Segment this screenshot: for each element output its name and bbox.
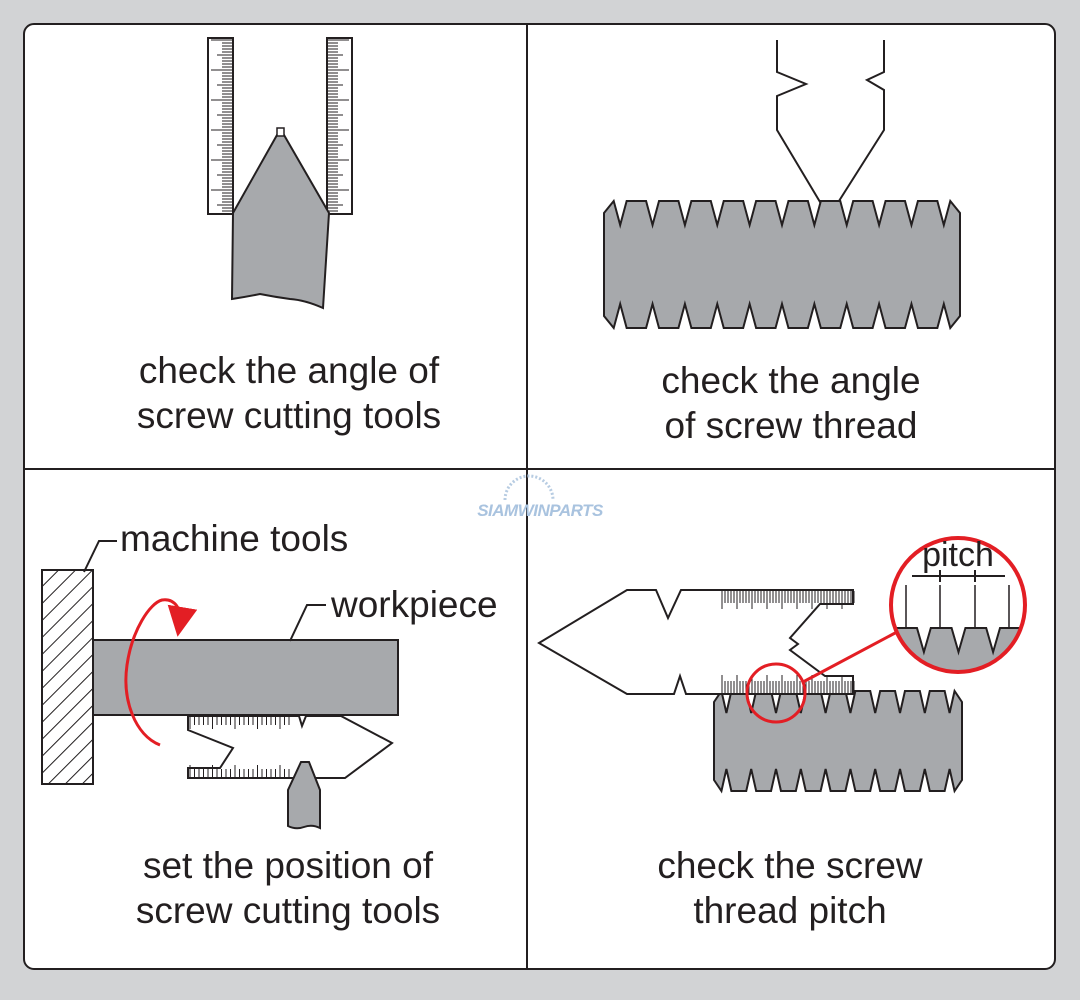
- magnify-source-circle: [745, 662, 807, 724]
- center-gauge: [537, 589, 854, 695]
- threaded-rod: [603, 198, 961, 331]
- panel-top-right: check the angle of screw thread: [603, 40, 961, 446]
- center-gauge-scale: [721, 591, 855, 693]
- panel-bottom-right: pitch check the screw thread pitch: [537, 536, 1027, 931]
- angle-gauge-right-scale: [326, 37, 353, 215]
- label-pitch: pitch: [922, 536, 994, 574]
- caption-line-1: check the screw: [657, 845, 923, 886]
- leader-machine-tools: [83, 540, 117, 573]
- panel-top-left: check the angle of screw cutting tools: [137, 37, 441, 436]
- label-machine-tools: machine tools: [120, 518, 348, 559]
- tool-tip-notch: [276, 127, 285, 137]
- caption-line-2: screw cutting tools: [136, 890, 440, 931]
- thread-gauge: [776, 40, 885, 213]
- angle-gauge-left-scale: [207, 37, 234, 215]
- cutting-tool: [230, 134, 331, 310]
- workpiece-bar: [92, 639, 399, 716]
- cutting-tool: [287, 761, 321, 830]
- label-workpiece: workpiece: [330, 584, 498, 625]
- watermark-text: SIAMWINPARTS: [477, 501, 604, 520]
- rotation-arrow: [124, 598, 198, 747]
- magnified-view: pitch: [889, 536, 1027, 674]
- machine-tools-block: [41, 569, 94, 785]
- caption-line-2: screw cutting tools: [137, 395, 441, 436]
- frame: [23, 23, 1056, 970]
- threaded-rod: [713, 688, 963, 794]
- caption-line-1: check the angle: [661, 360, 920, 401]
- caption-line-1: check the angle of: [139, 350, 440, 391]
- leader-workpiece: [289, 604, 326, 642]
- caption-line-1: set the position of: [143, 845, 434, 886]
- caption-line-2: thread pitch: [693, 890, 886, 931]
- panel-bottom-left: machine tools workpiece set the position…: [41, 518, 498, 931]
- watermark-logo: SIAMWINPARTS: [477, 474, 604, 520]
- magnify-connector: [802, 630, 898, 684]
- caption-line-2: of screw thread: [665, 405, 918, 446]
- center-gauge-scale: [189, 717, 290, 777]
